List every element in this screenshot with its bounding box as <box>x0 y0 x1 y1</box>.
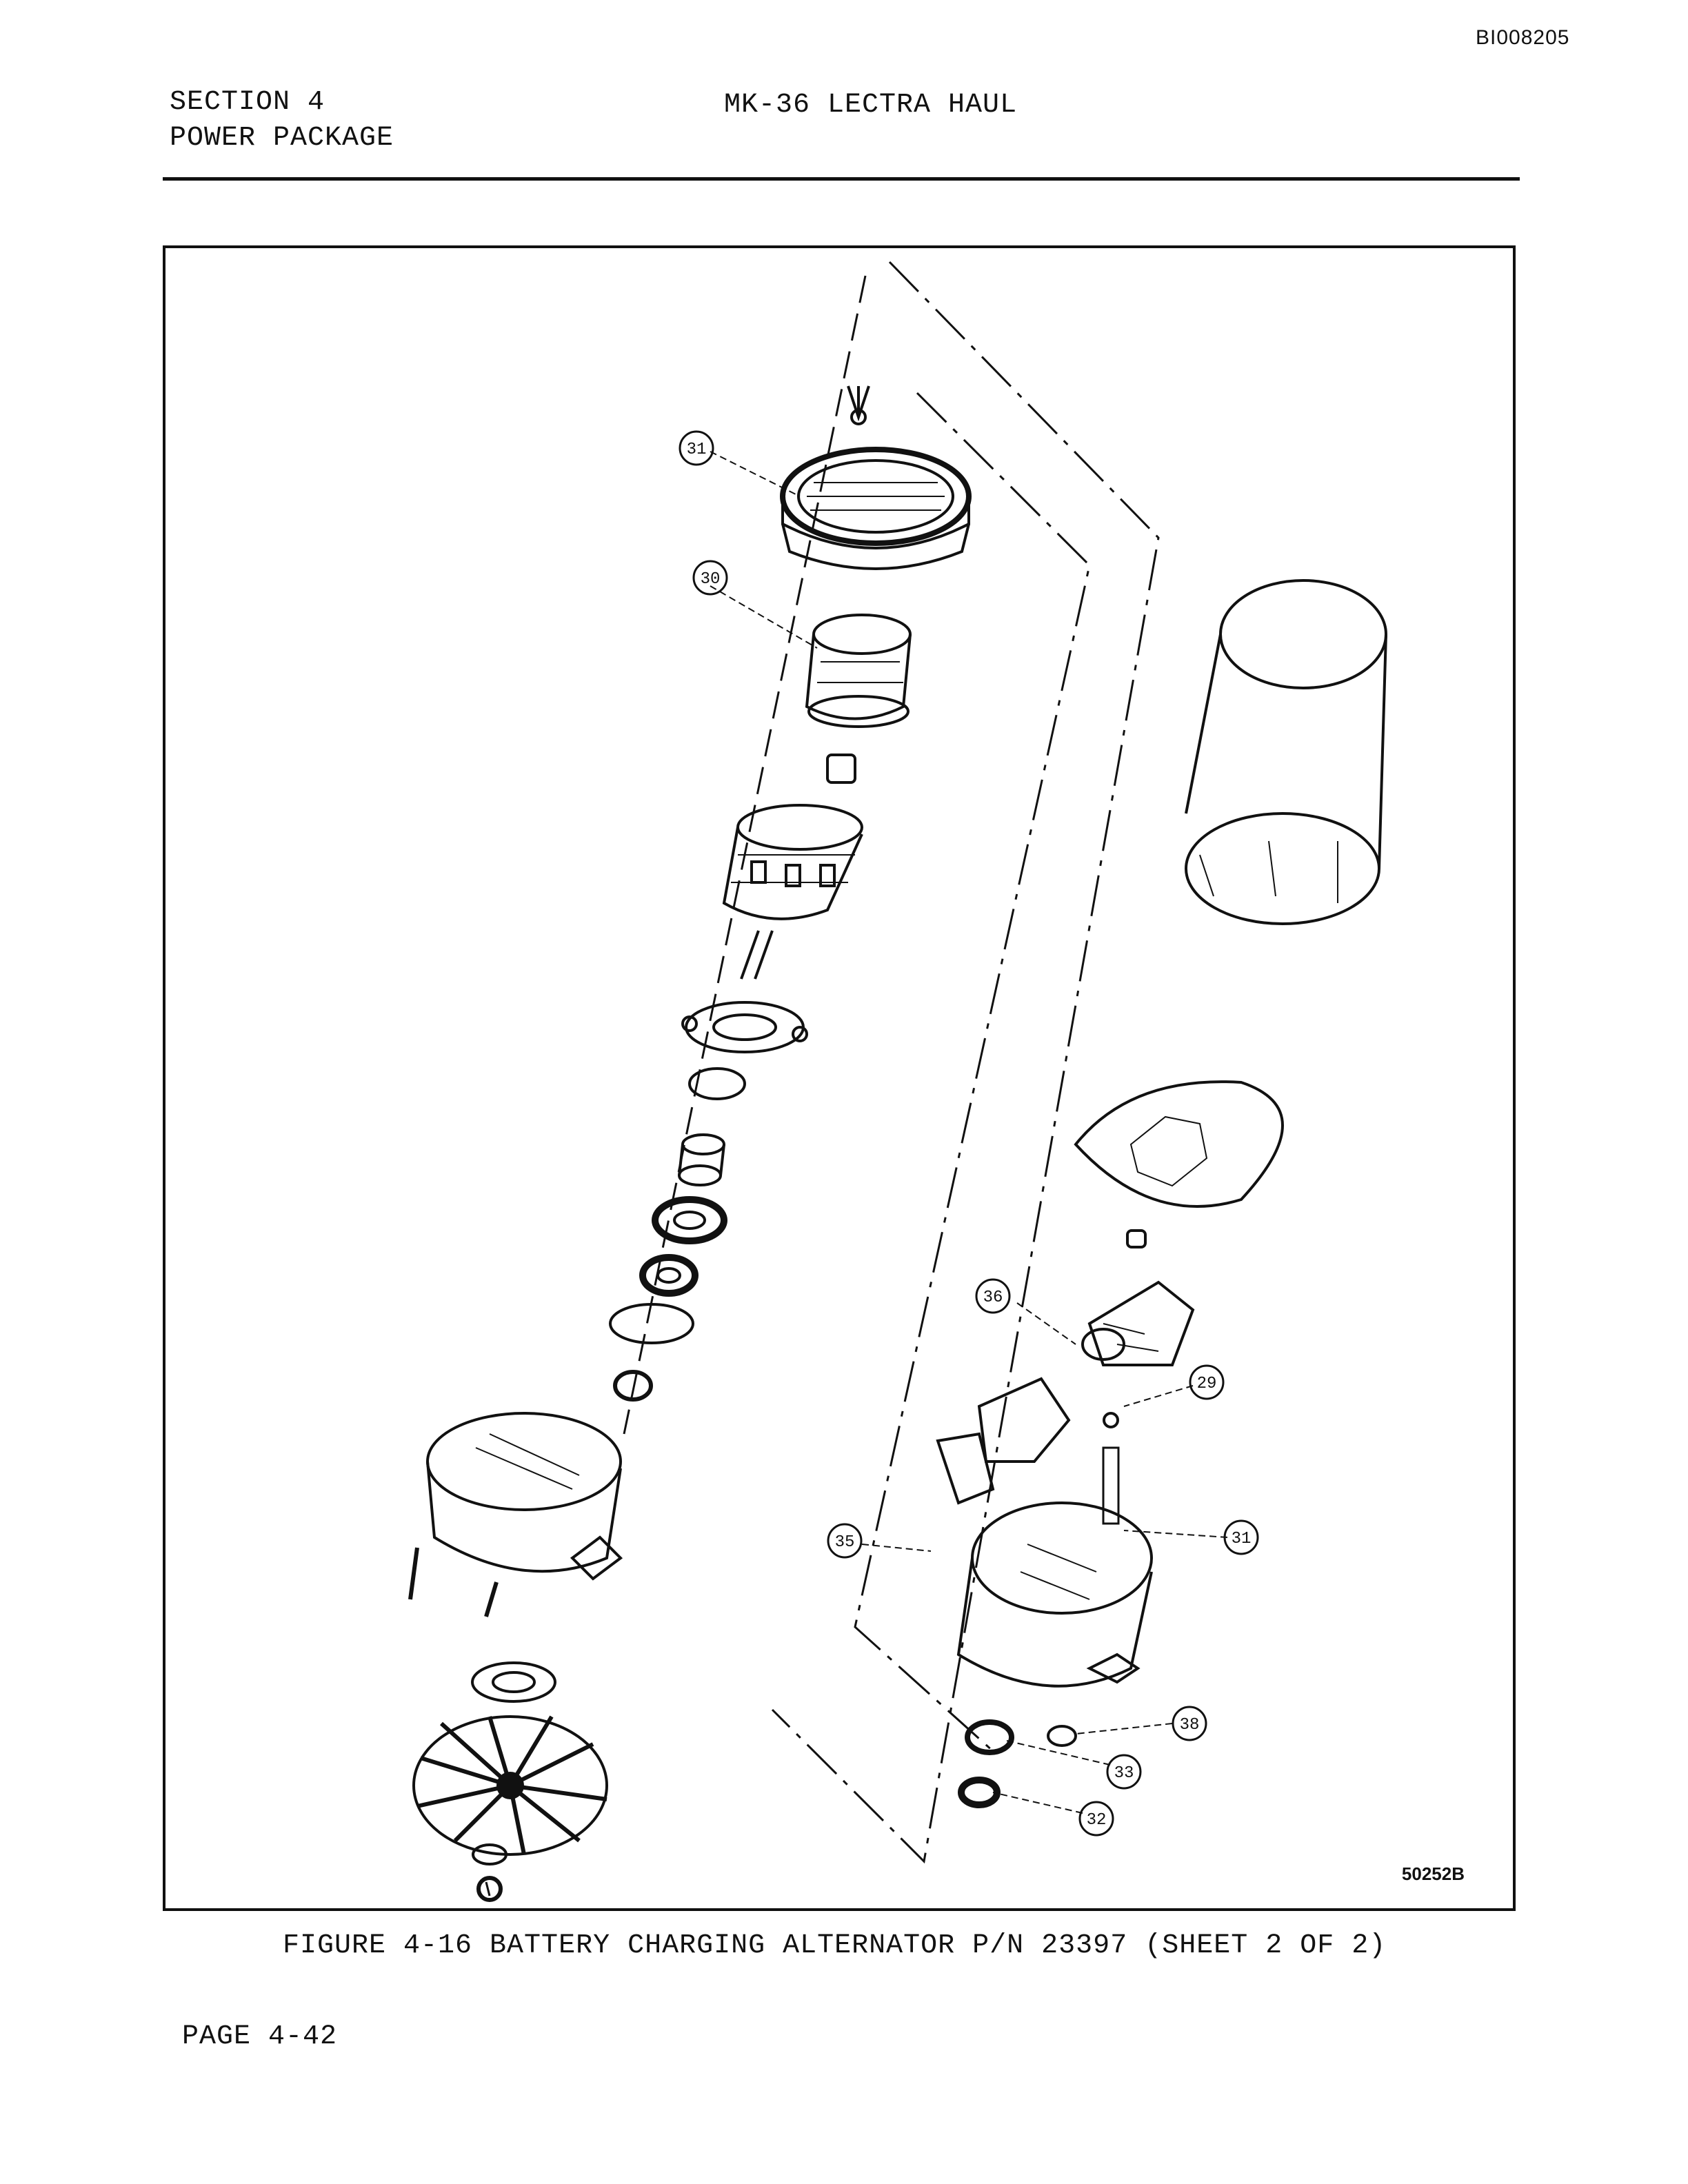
washer <box>688 1067 746 1100</box>
rotor-coil <box>805 614 912 728</box>
section-label: SECTION 4 <box>170 87 325 118</box>
pulley-spacer <box>471 1661 556 1703</box>
terminal-cap <box>1126 1229 1147 1248</box>
drawing-number: 50252B <box>1401 1863 1465 1884</box>
cooling-fan <box>412 1715 608 1856</box>
phantom-plane <box>771 261 1160 1864</box>
retainer-nut <box>958 1777 1001 1808</box>
collar <box>613 1370 653 1402</box>
figure-frame: 31 30 36 29 31 35 <box>163 245 1516 1911</box>
figure-caption: FIGURE 4-16 BATTERY CHARGING ALTERNATOR … <box>283 1930 1387 1961</box>
slip-ring-end-housing <box>956 1502 1153 1688</box>
left-assembly-centerline <box>485 275 867 1897</box>
lock-washer <box>472 1843 508 1866</box>
svg-text:32: 32 <box>1087 1811 1107 1830</box>
svg-text:33: 33 <box>1114 1764 1134 1783</box>
document-title: MK-36 LECTRA HAUL <box>724 90 1018 121</box>
bearing-collar <box>965 1719 1014 1755</box>
insulator-plate <box>1074 1080 1284 1208</box>
ball-bearing <box>652 1196 727 1244</box>
svg-text:35: 35 <box>835 1533 855 1552</box>
svg-text:29: 29 <box>1197 1375 1217 1393</box>
exploded-view-drawing: 31 30 36 29 31 35 <box>408 261 1387 1902</box>
svg-text:31: 31 <box>1232 1530 1252 1548</box>
svg-text:36: 36 <box>983 1288 1003 1307</box>
through-bolt <box>484 1581 499 1617</box>
pulley-nut <box>476 1876 503 1902</box>
svg-text:31: 31 <box>687 441 707 459</box>
document-id: BI008205 <box>1476 26 1570 49</box>
section-name: POWER PACKAGE <box>170 123 394 154</box>
seal-bearing <box>639 1254 699 1297</box>
bearing-retainer <box>681 1001 808 1053</box>
rotor-assembly <box>722 804 863 980</box>
leader-lines <box>710 451 1228 1814</box>
plug <box>1047 1725 1077 1747</box>
regulator-bracket <box>936 1377 1071 1505</box>
dust-cover <box>1185 579 1387 925</box>
svg-text:30: 30 <box>701 570 721 589</box>
callout-32: 32 <box>1078 1801 1114 1837</box>
drive-end-housing <box>426 1412 623 1581</box>
page-number: PAGE 4-42 <box>182 2021 338 2052</box>
stator-ring <box>780 385 972 570</box>
callout-36: 36 <box>975 1278 1011 1314</box>
through-bolt <box>408 1547 419 1600</box>
rectifier-bridge <box>1087 1280 1195 1366</box>
callout-38: 38 <box>1172 1706 1207 1741</box>
callout-30: 30 <box>692 560 728 596</box>
svg-text:38: 38 <box>1180 1716 1200 1735</box>
snap-ring <box>609 1303 694 1344</box>
callout-35: 35 <box>827 1523 863 1559</box>
callout-31-right: 31 <box>1223 1519 1259 1555</box>
header-rule <box>163 177 1520 181</box>
callout-31-top: 31 <box>679 430 714 466</box>
bearing-sleeve <box>678 1133 725 1186</box>
terminal-stud <box>1102 1412 1120 1525</box>
callout-33: 33 <box>1106 1754 1142 1790</box>
callout-29: 29 <box>1189 1364 1225 1400</box>
brush-holder <box>1081 1328 1125 1361</box>
spacer-bushing <box>826 754 856 784</box>
